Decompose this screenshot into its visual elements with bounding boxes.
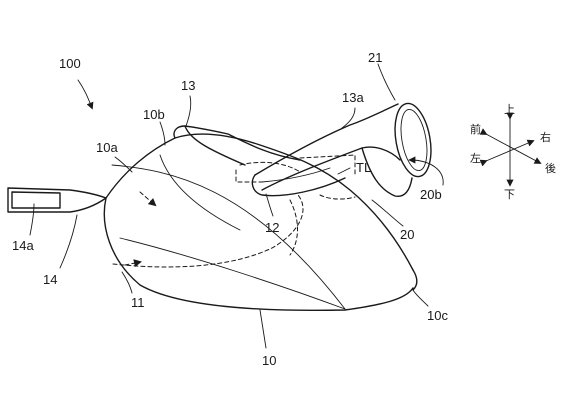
leader-14: [59, 214, 78, 269]
spout-assembly: [235, 102, 444, 200]
leader-20: [371, 199, 404, 227]
strap-outline: [7, 187, 107, 213]
label-10c: 10c: [427, 308, 448, 323]
leader-13a: [341, 107, 356, 129]
label-10a: 10a: [96, 140, 118, 155]
dir-left: 左: [470, 152, 481, 165]
funnel-opening: [394, 102, 432, 178]
leader-20b: [408, 156, 444, 186]
dir-up: 上: [504, 103, 515, 116]
body-top-outline: [105, 133, 414, 271]
leader-21: [377, 63, 396, 101]
tongue-hidden: [299, 154, 356, 176]
dir-down: 下: [504, 188, 515, 201]
label-20b: 20b: [420, 187, 442, 202]
funnel-rim-inner: [400, 108, 428, 172]
axis-left-right: [479, 139, 535, 167]
hidden-contour-3: [239, 161, 301, 173]
label-21: 21: [368, 50, 382, 65]
surface-seam-upper: [111, 164, 346, 310]
funnel-bottom: [361, 147, 413, 197]
dir-front: 前: [470, 122, 481, 136]
direction-indicator: 上 前 右 左 後 下: [470, 103, 556, 201]
leader-10a: [114, 156, 133, 173]
flow-arrow-lower: [124, 259, 142, 268]
leader-10c: [412, 289, 429, 307]
flow-arrow-upper: [139, 191, 157, 207]
upper-flap: [173, 125, 301, 166]
flap-outline: [173, 125, 301, 161]
dir-back: 後: [545, 161, 556, 175]
label-10b: 10b: [143, 107, 165, 122]
valve-tongue: [251, 174, 346, 197]
label-20: 20: [400, 227, 414, 242]
leader-13: [185, 95, 192, 127]
label-10: 10: [262, 353, 276, 368]
valve-hidden: [235, 169, 263, 183]
label-13a: 13a: [342, 90, 364, 105]
device-body: [103, 133, 418, 312]
strap-pad: [11, 191, 61, 209]
dir-right: 右: [540, 130, 551, 144]
leader-lines: [29, 63, 429, 349]
label-13: 13: [181, 78, 195, 93]
flap-inner-edge: [184, 125, 246, 166]
valve-slot: [261, 167, 331, 183]
label-100: 100: [59, 56, 81, 71]
spout-lower-edge: [261, 146, 401, 191]
label-11: 11: [131, 295, 145, 310]
hidden-contour-2: [289, 199, 298, 256]
body-bottom-outline: [103, 197, 414, 312]
label-TL: TL: [356, 160, 371, 175]
surface-crease: [159, 154, 241, 231]
leader-10: [259, 309, 267, 349]
strap: [7, 187, 107, 213]
axis-front-back: [479, 128, 542, 164]
label-14a: 14a: [12, 238, 34, 253]
label-12: 12: [265, 220, 279, 235]
surface-seam-lower: [119, 237, 346, 310]
outlet-hidden: [319, 194, 356, 200]
leader-TL: [337, 167, 351, 175]
reference-labels: 100 21 13 13a 10b 10a TL 20b 12 20 14a 1…: [12, 50, 448, 368]
leader-12: [265, 193, 274, 217]
spout-upper-edge: [254, 103, 399, 176]
hidden-contour-1: [112, 194, 304, 268]
body-front-edge: [412, 269, 418, 291]
leader-10b: [159, 121, 166, 146]
label-14: 14: [43, 272, 57, 287]
leader-14a: [29, 203, 35, 236]
leader-11: [121, 271, 133, 294]
leader-100: [77, 79, 94, 110]
